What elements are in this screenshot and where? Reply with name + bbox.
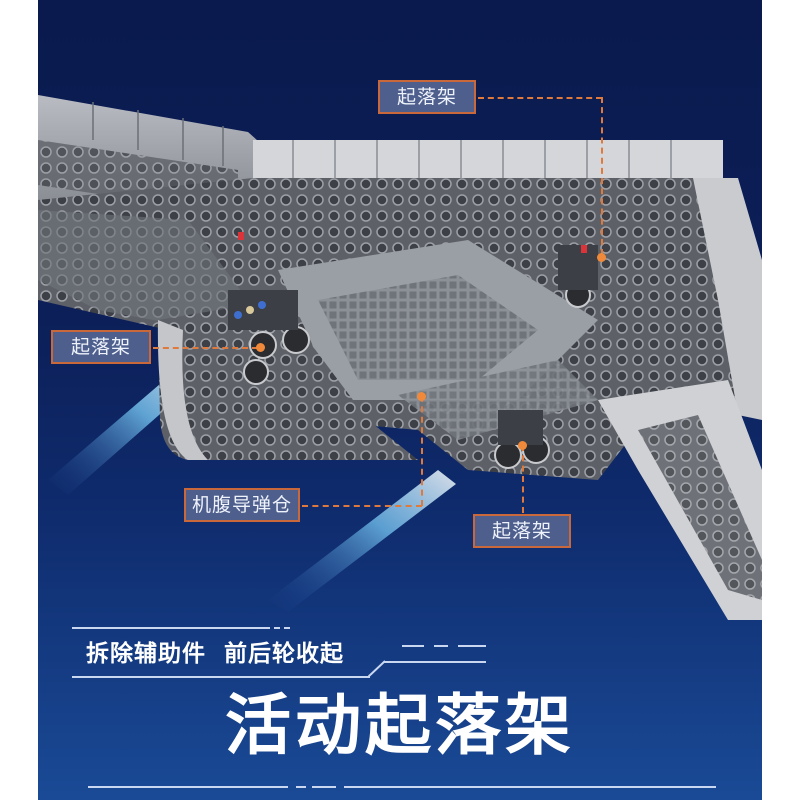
callout-leader-line: [302, 505, 422, 507]
callout-leader-line: [522, 445, 524, 513]
callout-anchor-dot: [597, 253, 606, 262]
callout-label-landing-gear-left: 起落架: [51, 330, 151, 364]
decor-line: [368, 660, 386, 678]
aircraft-model-illustration: [38, 95, 762, 620]
callout-anchor-dot: [417, 392, 426, 401]
decor-line: [402, 645, 424, 647]
subtitle: 拆除辅助件前后轮收起: [86, 634, 362, 668]
decor-line: [88, 786, 288, 788]
decor-line: [312, 786, 336, 788]
callout-anchor-dot: [518, 441, 527, 450]
decor-line: [274, 627, 280, 629]
decor-line: [296, 786, 306, 788]
callout-label-landing-gear-top: 起落架: [378, 80, 476, 114]
decor-line: [72, 627, 270, 629]
subtitle-part-remove-aids: 拆除辅助件: [86, 641, 206, 667]
callout-label-missile-bay: 机腹导弹仓: [184, 488, 300, 522]
callout-leader-line: [153, 347, 258, 349]
callout-label-landing-gear-bottom: 起落架: [473, 514, 571, 548]
page-title: 活动起落架: [225, 687, 575, 764]
decor-line: [72, 676, 370, 678]
callout-anchor-dot: [256, 343, 265, 352]
callout-leader-line: [421, 396, 423, 506]
callout-leader-line: [478, 97, 602, 99]
decor-line: [434, 645, 448, 647]
decor-line: [344, 786, 716, 788]
decor-line: [284, 627, 290, 629]
decor-line: [458, 645, 486, 647]
product-panel: 起落架 起落架 机腹导弹仓 起落架 拆除辅助件前后轮收起 活动起落架: [38, 0, 762, 800]
subtitle-part-retract-wheels: 前后轮收起: [224, 641, 344, 667]
decor-line: [384, 661, 486, 663]
callout-leader-line: [601, 97, 603, 255]
